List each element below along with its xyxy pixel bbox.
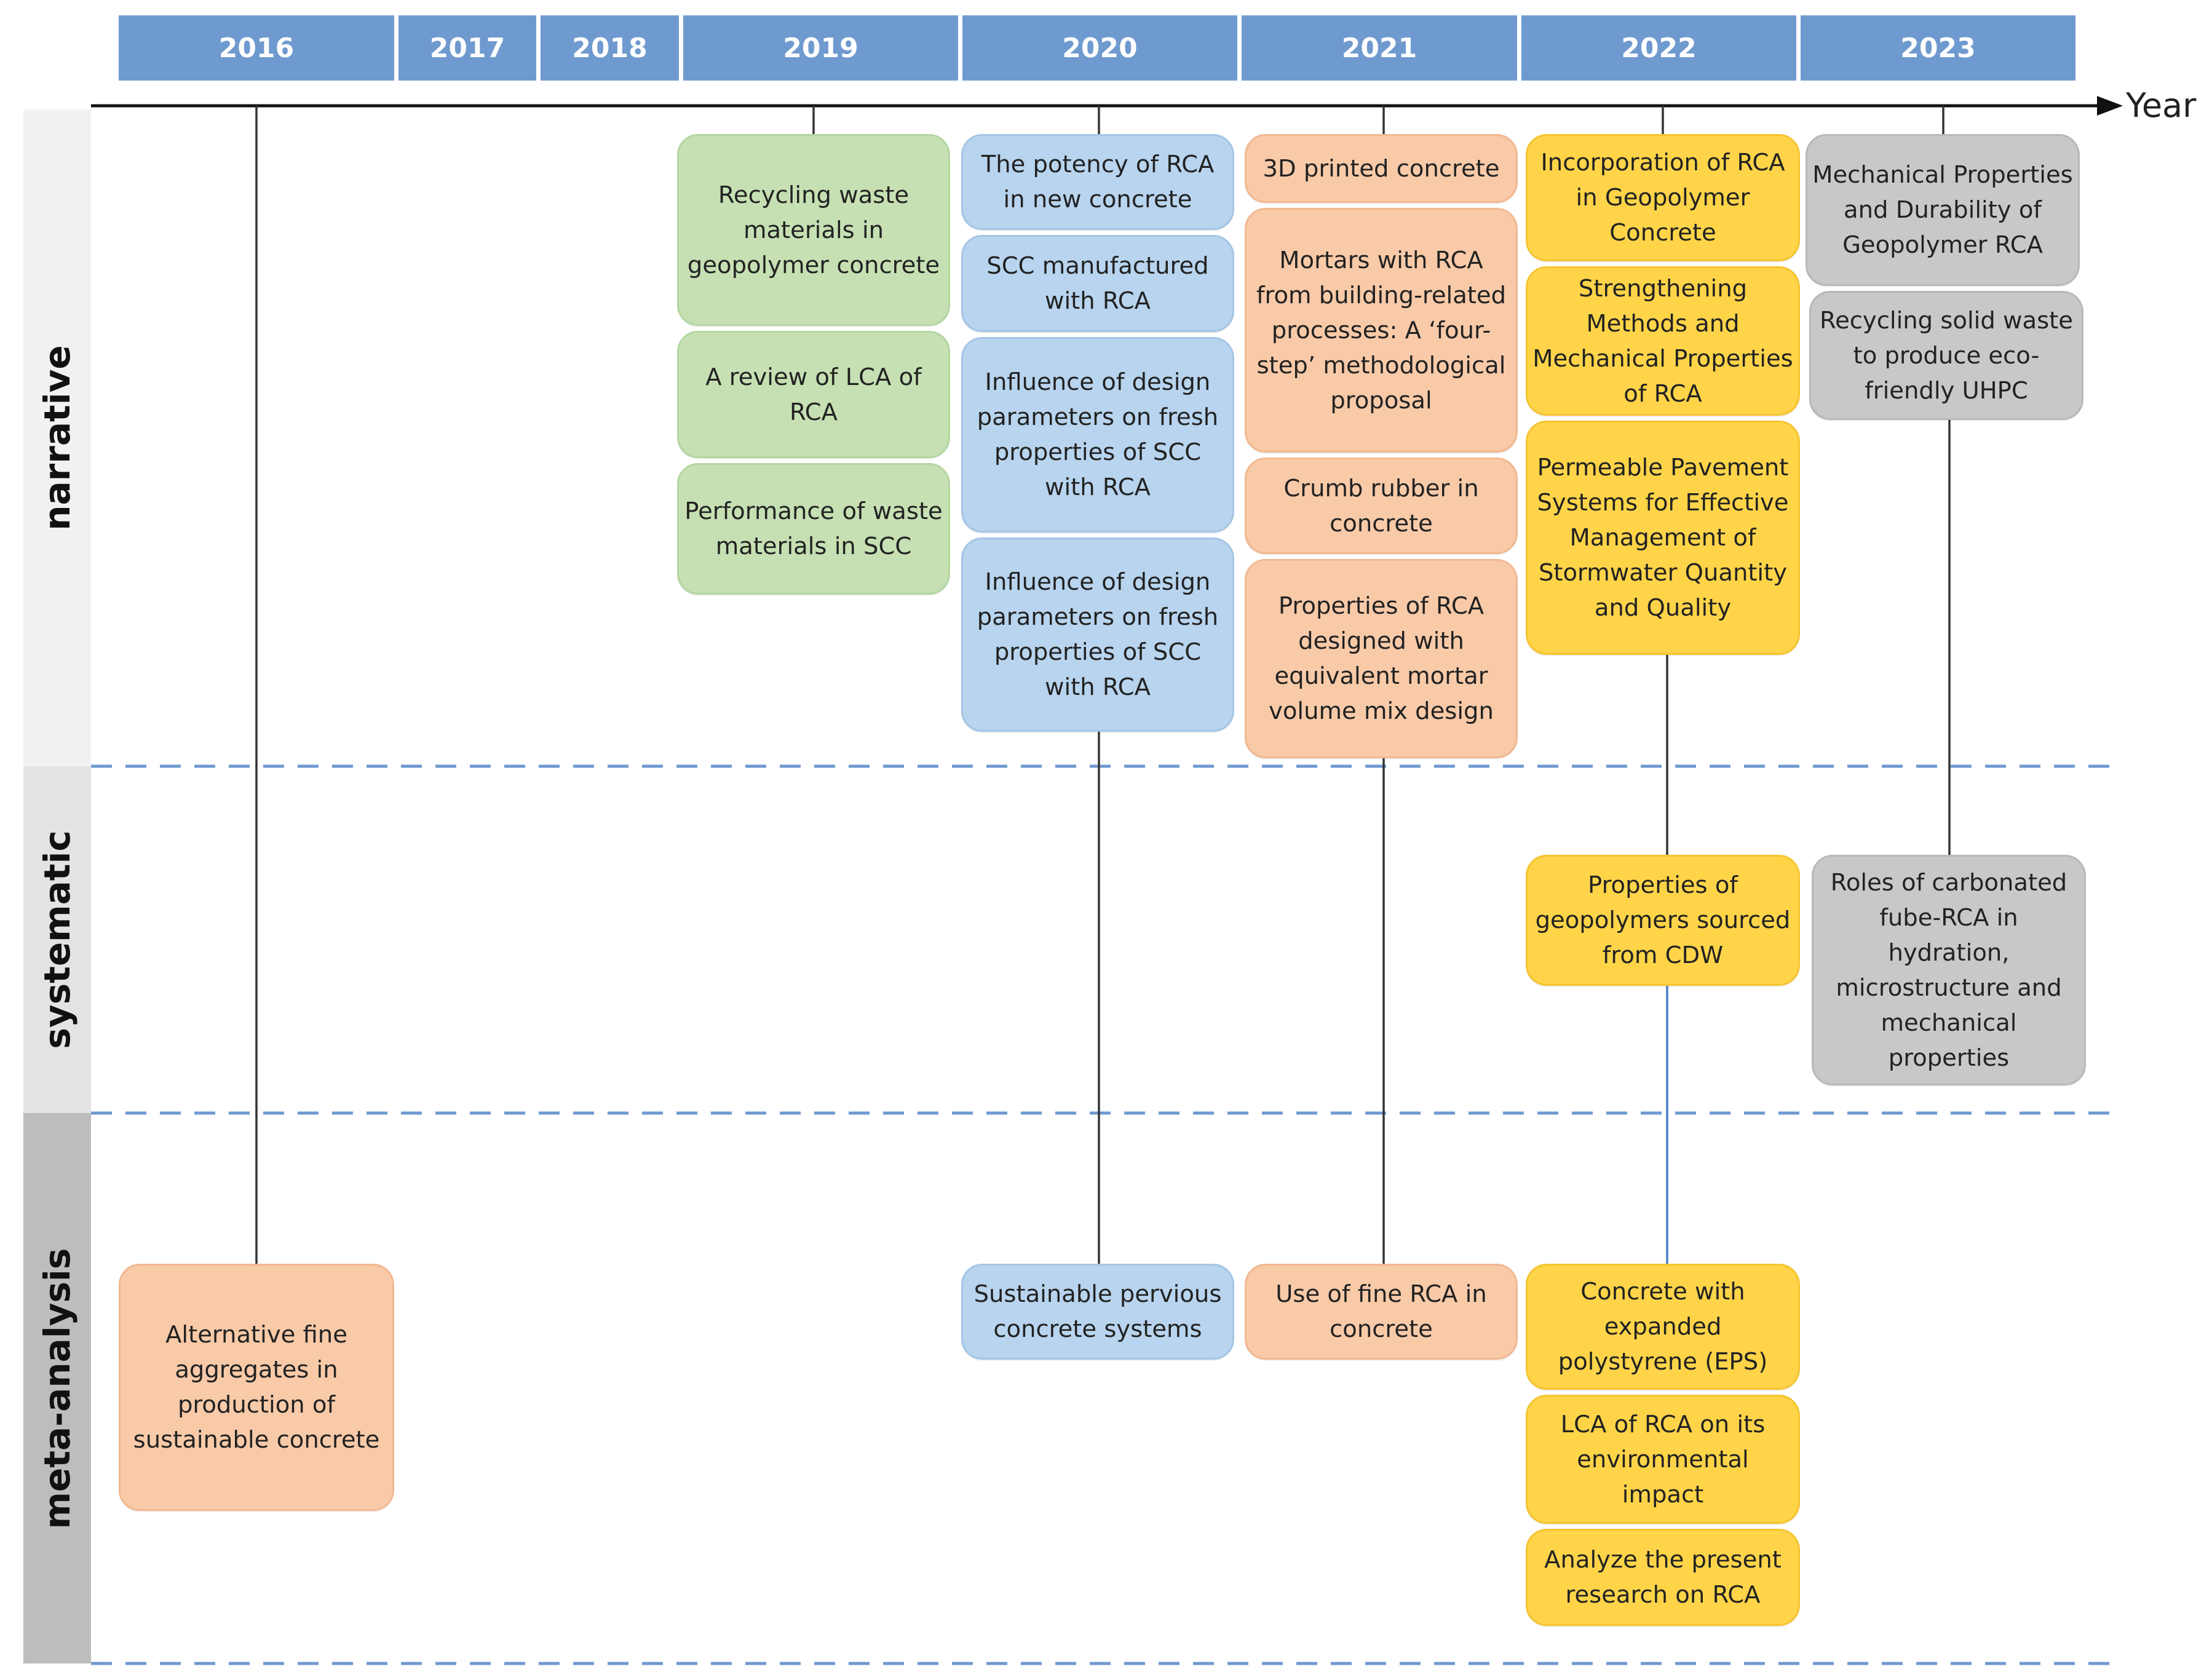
category-band-meta-analysis: meta-analysis [23,1113,91,1663]
node-2022-systematic-1: Properties of geopolymers sourced from C… [1526,855,1800,986]
node-2021-narrative-3: Crumb rubber in concrete [1245,458,1518,554]
node-2019-narrative-1: Recycling waste materials in geopolymer … [677,134,950,326]
node-2022-narrative-1: Incorporation of RCA in Geopolymer Concr… [1526,134,1800,261]
node-2020-narrative-1: The potency of RCA in new concrete [961,134,1234,230]
category-band-narrative: narrative [23,109,91,766]
node-2020-narrative-3: Influence of design parameters on fresh … [961,337,1234,533]
node-2019-narrative-3: Performance of waste materials in SCC [677,463,950,595]
year-2017-header: 2017 [398,15,536,81]
node-2016-meta-1: Alternative fine aggregates in productio… [119,1264,394,1511]
node-2022-meta-2: LCA of RCA on its environmental impact [1526,1395,1800,1524]
node-2022-meta-1: Concrete with expanded polystyrene (EPS) [1526,1264,1800,1390]
year-2023-header: 2023 [1801,15,2075,81]
node-2020-meta-1: Sustainable pervious concrete systems [961,1264,1234,1360]
node-2022-narrative-3: Permeable Pavement Systems for Effective… [1526,421,1800,655]
node-2020-narrative-4: Influence of design parameters on fresh … [961,537,1234,732]
year-2020-header: 2020 [962,15,1237,81]
node-2022-narrative-2: Strengthening Methods and Mechanical Pro… [1526,266,1800,416]
node-2023-narrative-2: Recycling solid waste to produce eco-fri… [1809,291,2083,420]
node-2021-narrative-1: 3D printed concrete [1245,134,1518,203]
node-2021-meta-1: Use of fine RCA in concrete [1245,1264,1518,1360]
node-2022-meta-3: Analyze the present research on RCA [1526,1529,1800,1626]
year-2022-header: 2022 [1521,15,1796,81]
axis-label-year: Year [2126,86,2197,125]
node-2020-narrative-2: SCC manufactured with RCA [961,235,1234,332]
time-axis-arrowhead [2097,96,2123,116]
year-2019-header: 2019 [683,15,958,81]
node-2023-systematic-1: Roles of carbonated fube-RCA in hydratio… [1812,855,2086,1085]
category-band-systematic: systematic [23,766,91,1113]
node-2021-narrative-4: Properties of RCA designed with equivale… [1245,559,1518,758]
node-2019-narrative-2: A review of LCA of RCA [677,331,950,458]
year-2018-header: 2018 [541,15,679,81]
node-2021-narrative-2: Mortars with RCA from building-related p… [1245,208,1518,453]
year-2016-header: 2016 [119,15,394,81]
year-2021-header: 2021 [1242,15,1517,81]
node-2023-narrative-1: Mechanical Properties and Durability of … [1806,134,2080,286]
